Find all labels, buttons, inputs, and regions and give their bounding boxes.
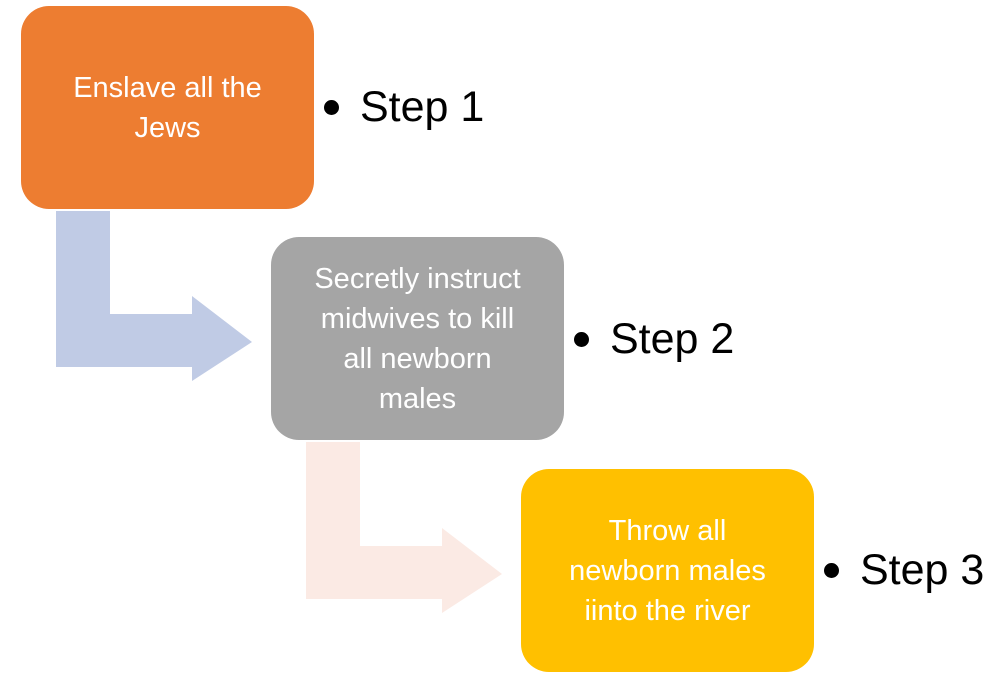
step-2-text-line: males — [378, 382, 457, 415]
step-1-text-line: Jews — [134, 111, 201, 144]
bent-arrow-step-2-to-3 — [306, 442, 502, 613]
step-3-label-text: Step 3 — [860, 546, 985, 594]
step-2-text-line: all newborn — [343, 342, 492, 375]
step-2-text-line: midwives to kill — [320, 302, 515, 335]
step-2-box: Secretly instruct midwives to kill all n… — [271, 237, 564, 440]
step-1-text-line: Enslave all the — [73, 71, 262, 104]
step-2-text-line: Secretly instruct — [314, 262, 521, 295]
step-3-text-line: Throw all — [608, 514, 727, 547]
step-3-text-line: newborn males — [569, 554, 766, 587]
bent-arrow-step-1-to-2 — [56, 211, 252, 381]
step-3-text-line: iinto the river — [584, 594, 751, 627]
step-1-text: Enslave all the Jews — [73, 68, 262, 148]
step-2-text: Secretly instruct midwives to kill all n… — [314, 259, 520, 419]
step-1-label-text: Step 1 — [360, 83, 485, 131]
bullet-dot-icon — [824, 562, 839, 578]
step-3-text: Throw all newborn males iinto the river — [569, 511, 766, 631]
step-1-label: Step 1 — [324, 82, 484, 132]
step-3-label: Step 3 — [824, 545, 984, 595]
step-3-box: Throw all newborn males iinto the river — [521, 469, 814, 672]
step-1-box: Enslave all the Jews — [21, 6, 314, 209]
bullet-dot-icon — [324, 99, 339, 115]
step-2-label: Step 2 — [574, 314, 734, 364]
bullet-dot-icon — [574, 331, 589, 347]
step-2-label-text: Step 2 — [610, 315, 735, 363]
